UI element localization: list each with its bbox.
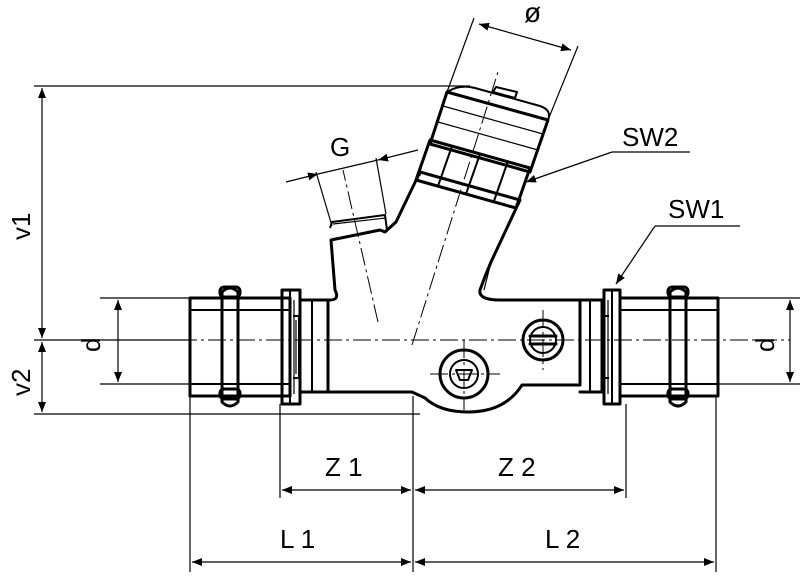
label-d-left: d [76, 338, 106, 352]
label-z1: Z 1 [325, 452, 363, 482]
top-cap [428, 85, 550, 174]
dimension-lines [34, 17, 800, 572]
label-v1: v1 [6, 213, 36, 240]
label-diameter: ø [524, 0, 541, 28]
label-l2: L 2 [545, 524, 580, 554]
center-lines [150, 71, 790, 410]
hex-nut-sw2 [414, 138, 532, 210]
dimension-labels: ø G SW2 SW1 v1 v2 d d Z 1 Z 2 L 1 L 2 [6, 0, 780, 554]
label-sw2: SW2 [622, 122, 678, 152]
right-press-connector [578, 285, 720, 408]
label-g: G [330, 132, 350, 162]
label-sw1: SW1 [668, 194, 724, 224]
label-l1: L 1 [280, 524, 315, 554]
left-press-connector [188, 285, 330, 408]
label-v2: v2 [6, 369, 36, 396]
label-z2: Z 2 [498, 452, 536, 482]
valve-body [298, 170, 582, 414]
label-d-right: d [750, 338, 780, 352]
